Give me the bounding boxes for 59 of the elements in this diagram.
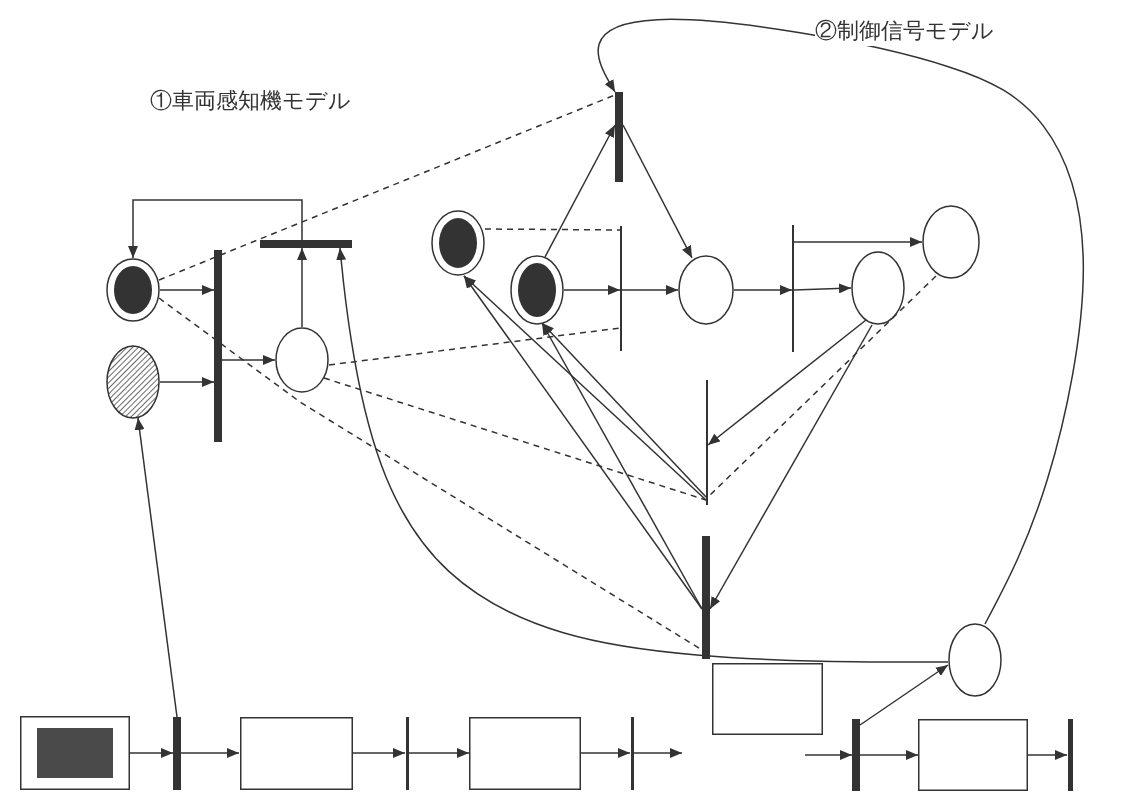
- arrow: [336, 247, 949, 663]
- marked-place-box: [20, 716, 130, 790]
- arrow: [707, 319, 867, 446]
- arrow: [804, 750, 853, 760]
- arrow: [297, 247, 307, 328]
- arrow: [463, 275, 703, 610]
- transition-bar: [405, 716, 409, 790]
- dashed-arc: [158, 94, 616, 281]
- arrow: [544, 124, 616, 258]
- place-circle: [275, 327, 329, 393]
- arrow: [352, 748, 406, 758]
- arrow: [580, 748, 631, 758]
- arrow: [859, 750, 919, 760]
- place-box: [918, 719, 1028, 791]
- transition-bar: [852, 719, 860, 791]
- arrow: [621, 285, 679, 295]
- hatched-place-circle: [106, 345, 160, 419]
- place-box: [469, 716, 581, 790]
- arrow: [159, 285, 215, 295]
- dashed-arc: [484, 228, 621, 231]
- arrow: [563, 285, 621, 295]
- arrow: [128, 199, 303, 259]
- transition-bar: [260, 240, 352, 248]
- arrow: [709, 324, 873, 610]
- dashed-arc: [323, 377, 707, 501]
- arrow: [793, 283, 852, 294]
- arrow: [463, 275, 707, 501]
- arrow: [633, 748, 683, 758]
- arrow: [597, 18, 1085, 625]
- arrow: [733, 285, 793, 295]
- transition-bar: [702, 535, 710, 659]
- transition-bar: [1067, 719, 1073, 791]
- place-circle: [948, 623, 1002, 697]
- marked-place-circle: [106, 258, 160, 322]
- place-circle: [851, 251, 905, 325]
- arrow: [793, 237, 923, 247]
- transition-bar: [615, 92, 623, 182]
- model-title: ②制御信号モデル: [815, 16, 994, 46]
- arrow: [180, 748, 240, 758]
- marked-place-circle: [510, 255, 564, 325]
- transition-bar: [630, 716, 634, 790]
- arrow: [129, 748, 174, 758]
- arrow: [622, 124, 693, 259]
- dashed-arc: [328, 327, 621, 366]
- arrow: [159, 377, 215, 387]
- arrow: [134, 417, 178, 718]
- place-circle: [678, 255, 734, 325]
- arrow: [1027, 750, 1068, 760]
- arrow: [408, 748, 470, 758]
- arrow: [541, 322, 703, 610]
- place-circle: [922, 205, 980, 279]
- arrow: [541, 322, 707, 498]
- marked-place-circle: [431, 210, 485, 276]
- transition-bar: [173, 716, 181, 790]
- place-box: [711, 663, 823, 735]
- place-box: [239, 716, 353, 790]
- arrow: [859, 664, 949, 726]
- arrow: [221, 355, 276, 365]
- transition-bar: [214, 250, 222, 442]
